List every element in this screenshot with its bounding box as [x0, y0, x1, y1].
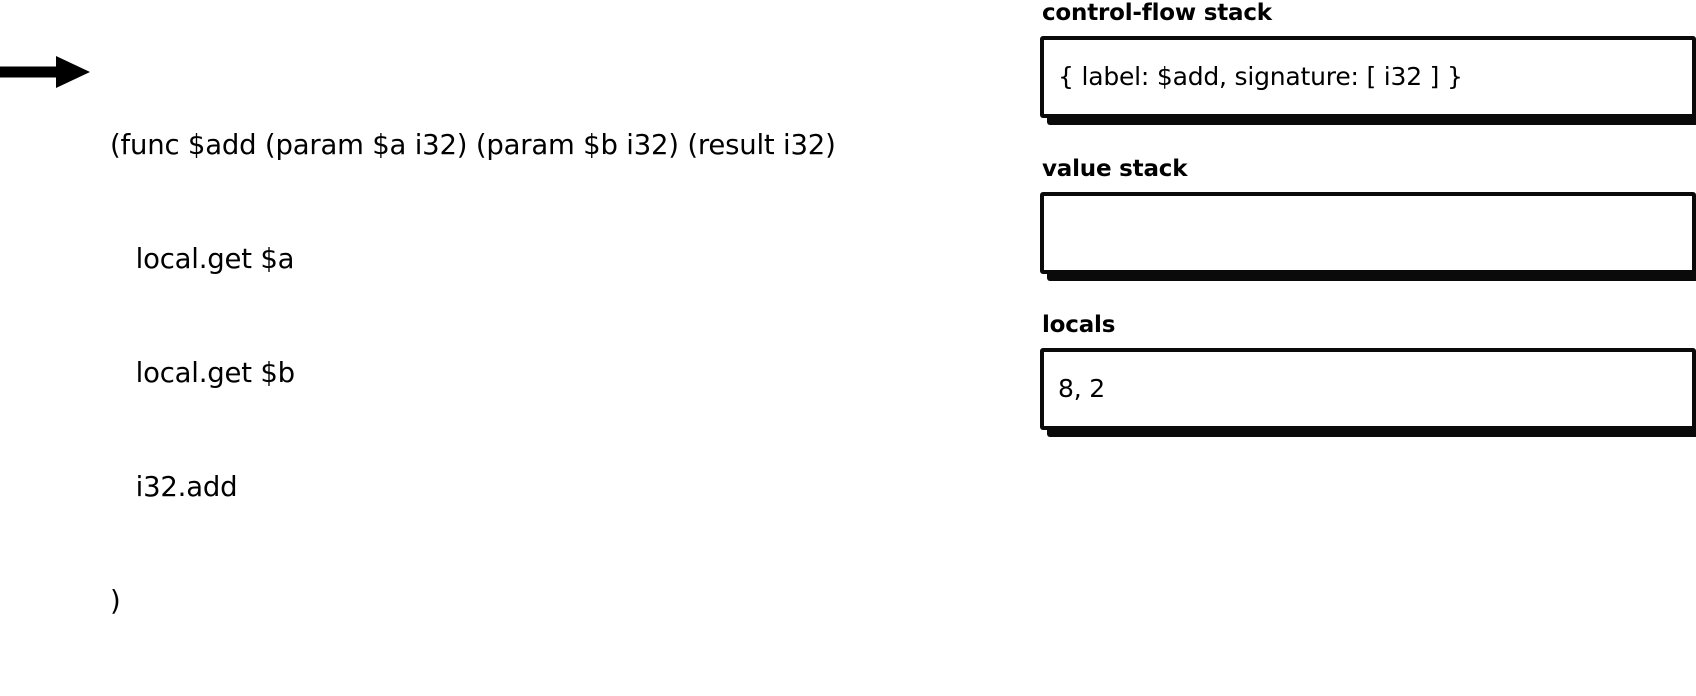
- code-pane: (func $add (param $a i32) (param $b i32)…: [0, 0, 950, 617]
- panel-locals: locals 8, 2: [1040, 312, 1696, 430]
- panel-title-locals: locals: [1042, 312, 1116, 338]
- interpreter-state-panels: control-flow stack { label: $add, signat…: [1040, 0, 1696, 501]
- control-flow-stack-entry: { label: $add, signature: [ i32 ] }: [1058, 62, 1463, 91]
- panel-title-control-flow-stack: control-flow stack: [1042, 0, 1272, 26]
- wasm-code-block: (func $add (param $a i32) (param $b i32)…: [110, 50, 950, 696]
- panel-title-value-stack: value stack: [1042, 156, 1188, 182]
- panel-control-flow-stack: control-flow stack { label: $add, signat…: [1040, 0, 1696, 118]
- code-line: i32.add: [110, 471, 238, 503]
- code-line: local.get $a: [110, 243, 295, 275]
- control-flow-stack-box: { label: $add, signature: [ i32 ] }: [1040, 36, 1696, 118]
- code-line: (func $add (param $a i32) (param $b i32)…: [110, 129, 836, 161]
- code-line: local.get $b: [110, 357, 295, 389]
- right-arrow-icon: [0, 56, 90, 88]
- value-stack-box: [1040, 192, 1696, 274]
- code-line: ): [110, 585, 121, 617]
- locals-box: 8, 2: [1040, 348, 1696, 430]
- panel-value-stack: value stack: [1040, 156, 1696, 274]
- locals-entry: 8, 2: [1058, 374, 1105, 403]
